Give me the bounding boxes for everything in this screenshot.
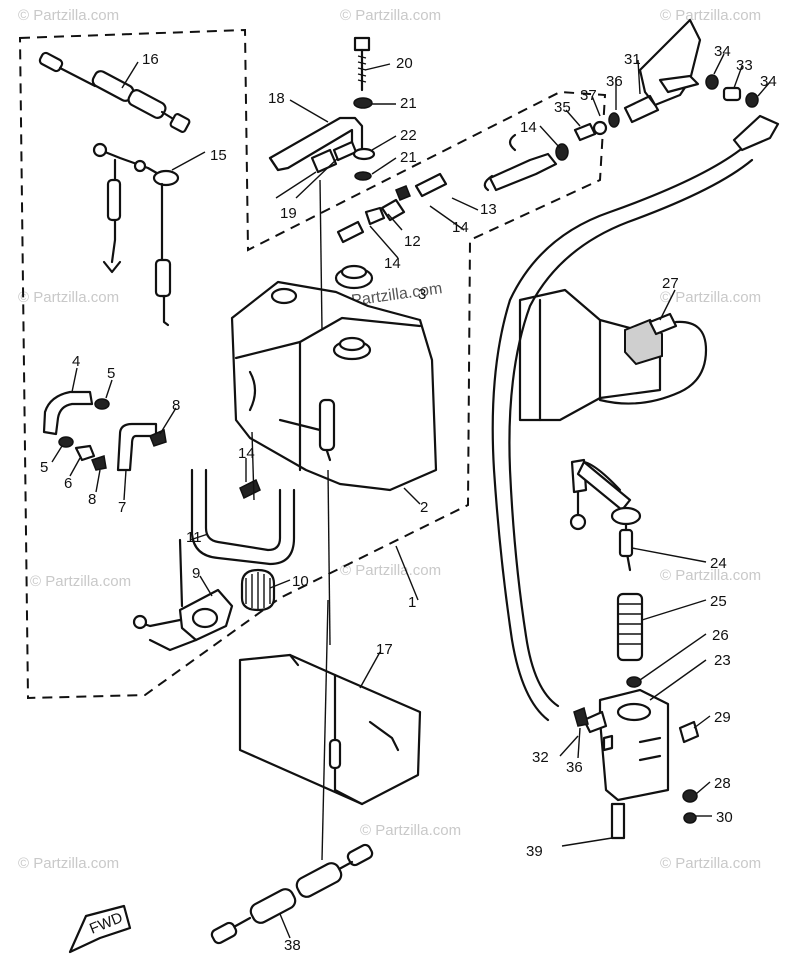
watermark-layer: © Partzilla.com © Partzilla.com © Partzi… [18, 7, 761, 872]
callout-4: 4 [72, 353, 80, 370]
callout-17: 17 [376, 641, 393, 658]
watermark: © Partzilla.com [18, 7, 119, 24]
callout-32: 32 [532, 749, 549, 766]
callout-27: 27 [662, 275, 679, 292]
callout-22: 22 [400, 127, 417, 144]
cable-16 [38, 51, 191, 133]
watermark: © Partzilla.com [30, 573, 131, 590]
fittings-31-37 [573, 18, 780, 152]
callout-34: 34 [760, 73, 777, 90]
callout-29: 29 [714, 709, 731, 726]
hoses-4-8 [42, 390, 167, 472]
callout-24: 24 [710, 555, 727, 572]
plate-17 [238, 653, 422, 806]
oil-tank-2 [230, 280, 438, 492]
callout-21: 21 [400, 95, 417, 112]
hose-11 [190, 468, 296, 566]
callout-6: 6 [64, 475, 72, 492]
callout-15: 15 [210, 147, 227, 164]
callout-7: 7 [118, 499, 126, 516]
cap-3 [334, 264, 374, 290]
callout-20: 20 [396, 55, 413, 72]
callout-35: 35 [554, 99, 571, 116]
callouts: 1 2 3 4 5 5 6 7 8 8 9 10 11 12 13 14 14 … [40, 43, 777, 954]
callout-39: 39 [526, 843, 543, 860]
watermark: © Partzilla.com [660, 289, 761, 306]
callout-30: 30 [716, 809, 733, 826]
subtank-23 [582, 688, 670, 840]
watermark: © Partzilla.com [18, 289, 119, 306]
watermark: © Partzilla.com [340, 562, 441, 579]
wire-24 [569, 458, 642, 572]
washer-21 [353, 97, 373, 109]
callout-14: 14 [452, 219, 469, 236]
engine-bracket [518, 288, 678, 422]
callout-33: 33 [736, 57, 753, 74]
cable-38 [210, 843, 374, 945]
oring-26 [626, 676, 642, 688]
callout-1: 1 [408, 594, 416, 611]
callout-37: 37 [580, 87, 597, 104]
callout-leaders [51, 53, 771, 939]
watermark: © Partzilla.com [340, 7, 441, 24]
callout-11: 11 [186, 529, 202, 546]
callout-5: 5 [40, 459, 48, 476]
kit-outline [18, 28, 607, 700]
callout-14: 14 [520, 119, 537, 136]
callout-34: 34 [714, 43, 731, 60]
filter-10 [240, 568, 276, 612]
callout-23: 23 [714, 652, 731, 669]
callout-3: 3 [418, 286, 426, 303]
clip-14 [239, 478, 261, 500]
callout-36: 36 [566, 759, 583, 776]
callout-19: 19 [280, 205, 297, 222]
leader-lines [251, 179, 331, 861]
sensor-15 [92, 142, 180, 327]
callout-10: 10 [292, 573, 309, 590]
callout-9: 9 [192, 565, 200, 582]
filter-25 [616, 592, 644, 662]
watermark: © Partzilla.com [660, 567, 761, 584]
callout-8: 8 [88, 491, 96, 508]
hose-long-right [491, 148, 754, 722]
callout-38: 38 [284, 937, 301, 954]
forward-arrow-icon: FWD [68, 904, 132, 954]
watermark: © Partzilla.com [660, 855, 761, 872]
callout-2: 2 [420, 499, 428, 516]
callout-16: 16 [142, 51, 159, 68]
clamp-36 [573, 706, 589, 727]
watermark: © Partzilla.com [660, 7, 761, 24]
callout-8: 8 [172, 397, 180, 414]
pump-9 [132, 538, 234, 652]
callout-18: 18 [268, 90, 285, 107]
callout-5: 5 [107, 365, 115, 382]
bolt-20 [353, 36, 371, 92]
callout-28: 28 [714, 775, 731, 792]
fasteners-28-30 [678, 720, 700, 824]
washer-21 [354, 171, 372, 181]
watermark: © Partzilla.com [18, 855, 119, 872]
callout-14: 14 [384, 255, 401, 272]
callout-13: 13 [480, 201, 497, 218]
callout-25: 25 [710, 593, 727, 610]
callout-36: 36 [606, 73, 623, 90]
callout-26: 26 [712, 627, 729, 644]
callout-12: 12 [404, 233, 421, 250]
hoses-top [336, 133, 569, 244]
callout-21: 21 [400, 149, 417, 166]
watermark: © Partzilla.com [360, 822, 461, 839]
callout-31: 31 [624, 51, 641, 68]
callout-14: 14 [238, 445, 255, 462]
grommet-22 [352, 147, 376, 161]
